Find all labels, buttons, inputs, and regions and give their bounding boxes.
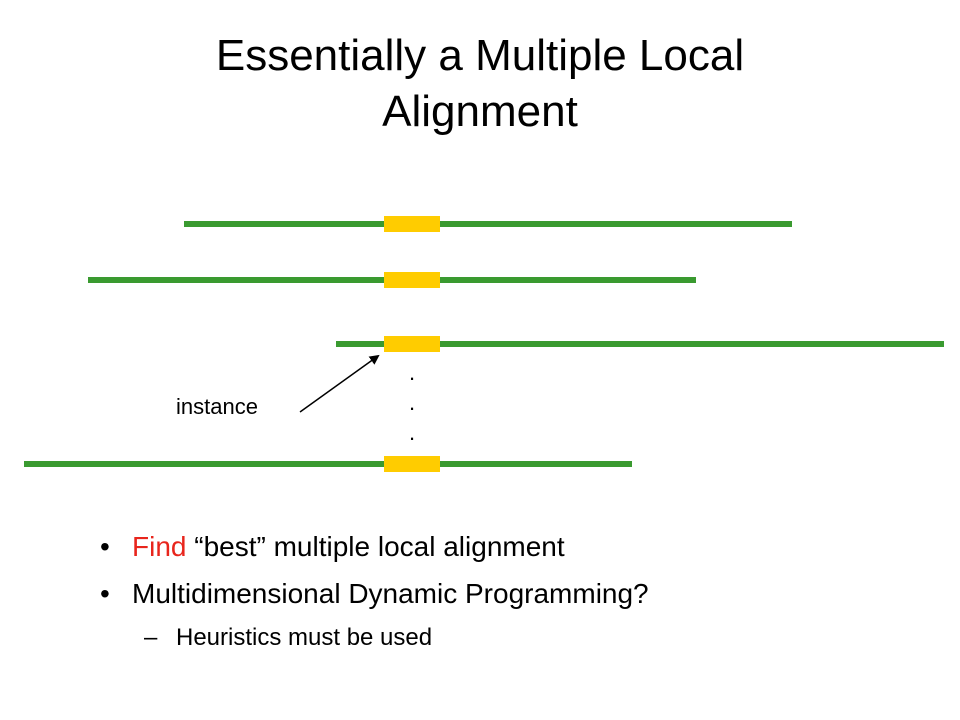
motif-instance-2 <box>384 272 440 288</box>
bullet-multidimensional: • Multidimensional Dynamic Programming? <box>96 575 936 613</box>
bullet-dot: • <box>100 578 110 609</box>
slide-title: Essentially a Multiple Local Alignment <box>0 28 960 140</box>
bullet-text: “best” multiple local alignment <box>186 531 565 562</box>
instance-label: instance <box>176 394 258 419</box>
motif-instance-1 <box>384 216 440 232</box>
instance-arrow <box>299 354 380 413</box>
sub-bullet-dash: – <box>144 624 158 651</box>
bullet-text: Multidimensional Dynamic Programming? <box>132 578 649 609</box>
bullet-emphasis-find: Find <box>132 531 187 562</box>
ellipsis-dot-2: . <box>409 390 415 415</box>
bullet-dot: • <box>100 531 110 562</box>
ellipsis-dot-3: . <box>409 420 415 445</box>
sub-bullet-text: Heuristics must be used <box>176 624 433 651</box>
bullet-list: • Find “best” multiple local alignment •… <box>96 528 936 654</box>
ellipsis-dot-1: . <box>409 360 415 385</box>
motif-instance-3 <box>384 336 440 352</box>
title-line-1: Essentially a Multiple Local <box>215 31 745 80</box>
motif-instance-4 <box>384 456 440 472</box>
sub-bullet-heuristics: – Heuristics must be used <box>96 622 936 654</box>
title-line-2: Alignment <box>382 87 578 136</box>
bullet-find-best: • Find “best” multiple local alignment <box>96 528 936 566</box>
